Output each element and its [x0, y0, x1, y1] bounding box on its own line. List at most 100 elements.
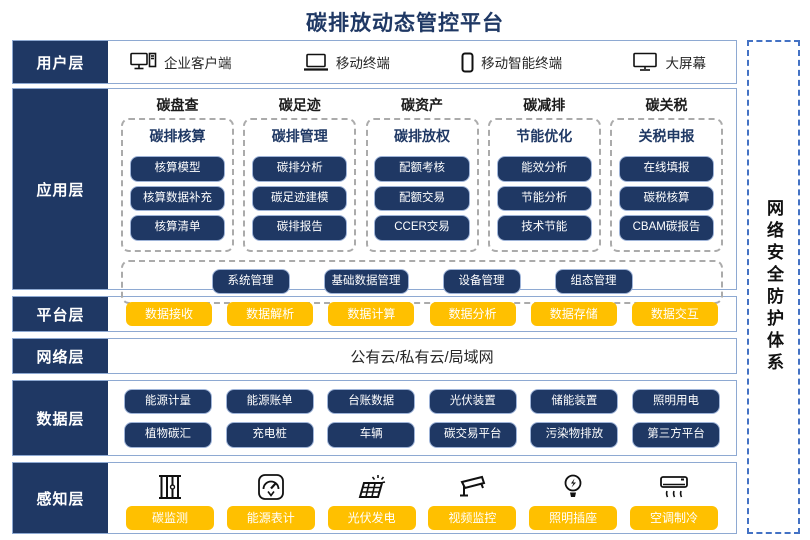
- app-column-carbon-footprint: 碳足迹 碳排管理 碳排分析 碳足迹建模 碳排报告: [243, 95, 357, 252]
- app-common-item: 系统管理: [211, 268, 290, 295]
- platform-item: 数据交互: [631, 302, 718, 326]
- layer-platform-label: 平台层: [13, 297, 108, 331]
- app-column-carbon-asset: 碳资产 碳排放权 配额考核 配额交易 CCER交易: [365, 95, 479, 252]
- app-column-box: 碳排放权 配额考核 配额交易 CCER交易: [365, 118, 479, 252]
- app-column-box: 关税申报 在线填报 碳税核算 CBAM碳报告: [610, 118, 723, 252]
- user-item-label: 大屏幕: [665, 56, 706, 71]
- data-item: 台账数据: [327, 388, 416, 414]
- app-item: 碳税核算: [618, 185, 715, 211]
- sense-item-video-monitor: 视频监控: [426, 467, 518, 530]
- app-column-title: 碳排放权: [394, 128, 450, 144]
- app-item: CBAM碳报告: [618, 215, 715, 241]
- security-sidebar-label: 网络安全防护体系: [764, 199, 783, 375]
- sense-item-lighting-socket: 照明插座: [527, 467, 619, 530]
- app-column-title: 碳排管理: [271, 128, 328, 144]
- security-sidebar: 网络安全防护体系: [747, 40, 800, 534]
- app-item: 节能分析: [496, 185, 592, 211]
- app-column-box: 碳排核算 核算模型 核算数据补充 核算清单: [121, 118, 234, 252]
- sense-item-carbon-monitor: 碳监测: [124, 467, 216, 530]
- layer-network-label: 网络层: [13, 339, 108, 373]
- app-item: 核算清单: [129, 215, 226, 241]
- app-column-carbon-reduction: 碳减排 节能优化 能效分析 节能分析 技术节能: [487, 95, 601, 252]
- data-item: 植物碳汇: [124, 422, 212, 448]
- sense-item-label: 能源表计: [226, 505, 315, 530]
- app-common-item: 设备管理: [442, 268, 521, 295]
- data-item: 第三方平台: [631, 422, 720, 448]
- app-item: CCER交易: [374, 215, 470, 241]
- data-item: 充电桩: [225, 422, 314, 448]
- data-item: 光伏装置: [428, 388, 517, 414]
- layer-application-label: 应用层: [13, 89, 108, 289]
- network-clouds-text: 公有云/私有云/局域网: [350, 348, 494, 366]
- app-item: 核算模型: [129, 156, 226, 182]
- app-common-box: 系统管理 基础数据管理 设备管理 组态管理: [121, 259, 723, 304]
- layer-application: 应用层 碳盘查 碳排核算 核算模型 核算数据补充 核算清单 碳足迹 碳排管理: [12, 88, 737, 304]
- app-column-box: 碳排管理 碳排分析 碳足迹建模 碳排报告: [243, 118, 357, 252]
- layer-sense-label: 感知层: [13, 463, 108, 533]
- carbon-monitor-icon: [156, 467, 184, 501]
- data-item: 照明用电: [631, 388, 720, 414]
- app-column-carbon-inventory: 碳盘查 碳排核算 核算模型 核算数据补充 核算清单: [121, 95, 234, 252]
- data-item: 车辆: [327, 422, 416, 448]
- sense-item-solar-pv: 光伏发电: [326, 467, 418, 530]
- layer-platform: 平台层 数据接收 数据解析 数据计算 数据分析 数据存储 数据交互: [12, 296, 737, 332]
- data-item: 污染物排放: [530, 422, 619, 448]
- laptop-icon: [303, 53, 329, 72]
- data-item: 储能装置: [530, 388, 619, 414]
- layer-network: 网络层 公有云/私有云/局域网: [12, 338, 737, 374]
- platform-item: 数据解析: [227, 302, 314, 326]
- layer-user: 用户层 企业客户端: [12, 40, 737, 84]
- app-column-header: 碳减排: [523, 97, 566, 113]
- user-item-smart-terminal: 移动智能终端: [461, 52, 562, 73]
- page-title: 碳排放动态管控平台: [306, 12, 504, 35]
- user-item-big-screen: 大屏幕: [633, 52, 706, 72]
- sense-item-energy-meter: 能源表计: [225, 467, 317, 530]
- app-column-header: 碳关税: [645, 97, 688, 113]
- air-conditioner-icon: [658, 467, 690, 501]
- platform-item: 数据接收: [126, 302, 212, 326]
- user-item-enterprise-client: 企业客户端: [130, 52, 232, 72]
- app-item: 在线填报: [618, 156, 715, 182]
- layer-data-label: 数据层: [13, 381, 108, 455]
- sense-item-label: 光伏发电: [327, 505, 416, 530]
- user-item-label: 移动终端: [335, 56, 390, 71]
- app-item: 核算数据补充: [129, 185, 226, 211]
- app-column-header: 碳盘查: [156, 97, 199, 113]
- solar-panel-icon: [356, 467, 388, 501]
- user-item-label: 企业客户端: [164, 56, 232, 71]
- app-item: 能效分析: [496, 156, 592, 182]
- sense-item-label: 照明插座: [529, 505, 618, 530]
- big-screen-icon: [633, 52, 658, 72]
- sense-item-label: 空调制冷: [629, 505, 718, 530]
- data-item: 碳交易平台: [428, 422, 517, 448]
- platform-item: 数据计算: [328, 302, 415, 326]
- layer-sense: 感知层 碳监测: [12, 462, 737, 534]
- sense-item-label: 碳监测: [126, 505, 214, 530]
- data-item: 能源计量: [124, 388, 212, 414]
- layer-user-label: 用户层: [13, 41, 108, 83]
- smartphone-icon: [461, 52, 474, 73]
- app-item: 配额考核: [374, 156, 470, 182]
- app-column-title: 关税申报: [638, 128, 695, 144]
- app-item: 技术节能: [496, 215, 592, 241]
- app-item: 配额交易: [374, 185, 470, 211]
- cctv-camera-icon: [456, 467, 488, 501]
- sense-item-air-conditioner: 空调制冷: [628, 467, 720, 530]
- platform-item: 数据存储: [530, 302, 617, 326]
- sense-item-label: 视频监控: [428, 505, 517, 530]
- desktop-pc-icon: [130, 52, 157, 72]
- app-item: 碳足迹建模: [252, 185, 348, 211]
- app-item: 碳排分析: [252, 156, 348, 182]
- app-column-carbon-tariff: 碳关税 关税申报 在线填报 碳税核算 CBAM碳报告: [610, 95, 723, 252]
- app-column-title: 碳排核算: [149, 128, 206, 144]
- app-column-header: 碳足迹: [278, 97, 321, 113]
- app-column-box: 节能优化 能效分析 节能分析 技术节能: [487, 118, 601, 252]
- layer-data: 数据层 能源计量 能源账单 台账数据 光伏装置 储能装置 照明用电 植物碳汇 充…: [12, 380, 737, 456]
- user-item-label: 移动智能终端: [481, 56, 563, 71]
- architecture-diagram: 用户层 企业客户端: [12, 40, 737, 534]
- platform-item: 数据分析: [429, 302, 516, 326]
- app-item: 碳排报告: [252, 215, 348, 241]
- data-item: 能源账单: [225, 388, 314, 414]
- energy-meter-icon: [257, 467, 285, 501]
- app-column-header: 碳资产: [401, 97, 443, 113]
